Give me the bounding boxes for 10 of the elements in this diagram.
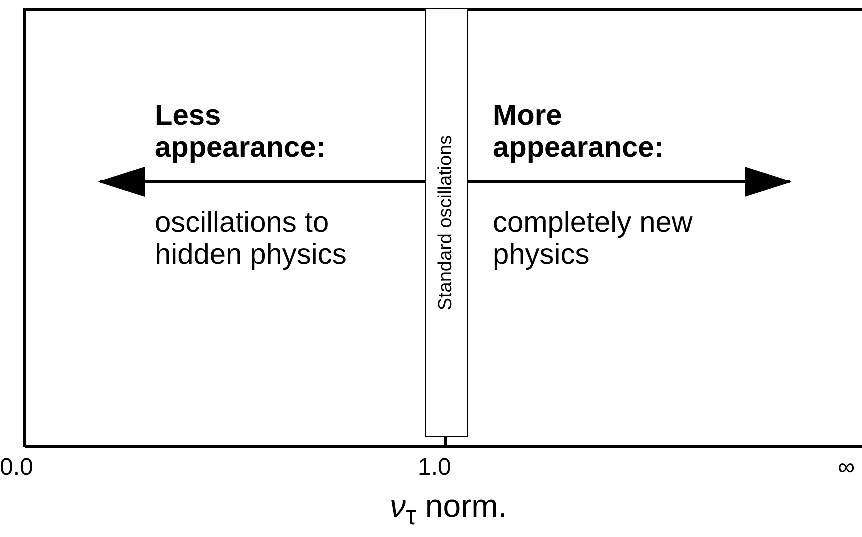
tick-label: 1.0	[418, 453, 452, 483]
heading-text: More appearance:	[493, 100, 665, 164]
region-box	[425, 8, 468, 437]
heading-text: Less appearance:	[155, 100, 327, 164]
tick-label: ∞	[838, 453, 856, 483]
axis-title: ν$_{τ}$ norm.	[390, 490, 508, 532]
description-text: completely new physics	[493, 207, 694, 271]
tick-label: 0.0	[0, 453, 34, 483]
description-text: oscillations to hidden physics	[155, 207, 348, 271]
region-label: Standard oscillations	[436, 134, 458, 310]
